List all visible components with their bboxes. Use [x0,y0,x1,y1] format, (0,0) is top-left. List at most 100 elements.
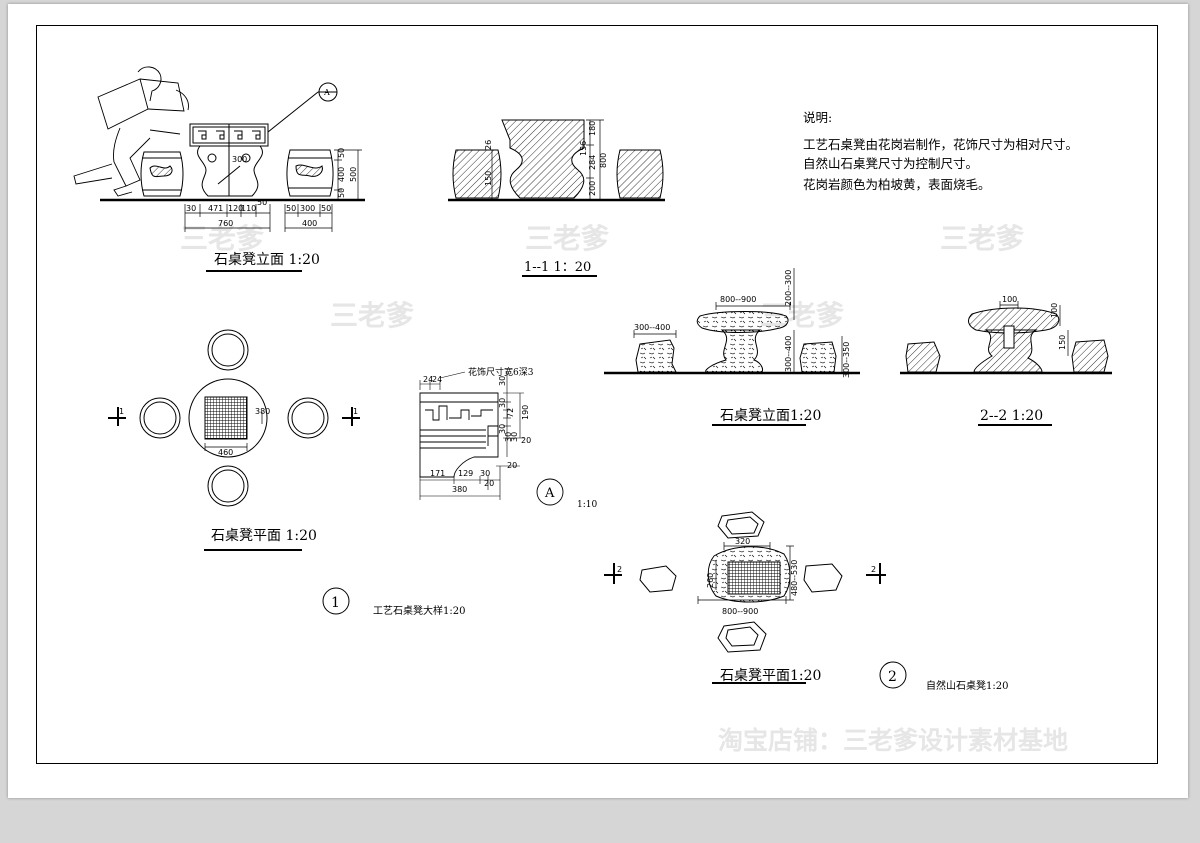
dim-text: 50 [337,188,346,198]
notes-block: 说明: 工艺石桌凳由花岗岩制作，花饰尺寸为相对尺寸。 自然山石桌凳尺寸为控制尺寸… [803,110,1078,192]
dim-text: 300--400 [634,323,670,332]
dim-text: 50 [286,204,296,213]
dim-text: 800--900 [720,295,756,304]
caption-1: 工艺石桌凳大样1:20 [373,604,465,617]
elevation-2-dims: 300--400 800--900 200--300 300--400 300-… [634,270,851,378]
section-1-1 [448,119,665,202]
cut-marker-1-right: 1 [353,407,358,416]
detail-A-label: A [544,486,555,501]
title-elevation-2: 石桌凳立面1:20 [720,408,821,424]
crafted-table [189,123,269,197]
dim-text: 760 [218,219,233,228]
notes-heading: 说明: [803,110,832,125]
dim-text: 30 [498,424,507,434]
dim-text: 400 [337,167,346,182]
drum-stool-right [286,149,334,197]
dim-text: 129 [458,469,473,478]
elevation-1 [73,66,365,232]
dim-text: 471 [208,204,223,213]
shop-watermark: 淘宝店铺：三老爹设计素材基地 [718,726,1068,755]
title-plan-2: 石桌凳平面1:20 [720,668,821,684]
dim-text: 30 [480,469,490,478]
plan-1 [108,329,360,507]
dim-text: 200 [588,181,597,196]
dim-text: 380 [255,407,270,416]
dim-text: 150 [484,171,493,186]
dim-text: 26 [484,140,493,150]
section-2-2 [900,301,1112,375]
cut-marker-2-left: 2 [617,565,622,574]
watermark-3: 三老爹 [940,222,1024,255]
detail-number-1: 1 [331,595,340,611]
detail-A-marker: A [323,88,330,97]
dim-text: 460 [218,448,233,457]
dim-text: 260 [706,573,715,588]
detail-number-1-circle [322,587,350,615]
dim-text: 300--400 [784,336,793,372]
dim-text: 284 [588,155,597,170]
dim-text: 50 [321,204,331,213]
dim-text: 171 [430,469,445,478]
plan-1-dims: 460 380 1 1 [119,407,358,457]
dim-text: 300 [300,204,315,213]
cut-marker-1-left: 1 [119,407,124,416]
dim-text: 30 [186,204,196,213]
watermark-1: 三老爹 [180,222,264,255]
detail-number-2-circle [879,661,907,689]
dim-text: 200--300 [784,270,793,306]
dim-text: 100 [1002,295,1017,304]
note-line-3: 花岗岩颜色为柏坡黄，表面烧毛。 [803,177,991,192]
section-1-1-dims: 180 800 284 156 200 150 26 [484,121,608,196]
watermark-layer: 三老爹 三老爹 三老爹 三老爹 三老爹 [180,222,1024,332]
dim-text: 400 [302,219,317,228]
dim-text: 110 [241,204,256,213]
dim-text: 190 [521,405,530,420]
detail-A-dims: 花饰尺寸宽6深3 24 24 30 72 30 190 30 30 30 20 … [423,366,597,510]
dim-text: 300 [232,155,247,164]
dim-text: 50 [257,198,267,207]
watermark-4: 三老爹 [330,299,414,332]
dim-text: 150 [1058,335,1067,350]
dim-text: 800 [599,153,608,168]
detail-A-scale: 1:10 [577,500,597,510]
dim-text: 180 [588,121,597,136]
caption-2: 自然山石桌凳1:20 [926,679,1008,692]
dim-text: 50 [337,148,346,158]
dim-text: 100 [1050,303,1059,318]
dim-text: 20 [521,436,531,445]
dim-text: 30 [510,432,519,442]
plan-2 [604,511,886,653]
dim-text: 120 [228,204,243,213]
note-line-1: 工艺石桌凳由花岗岩制作，花饰尺寸为相对尺寸。 [803,137,1078,152]
dim-text: 24 [432,375,442,384]
dim-text: 20 [507,461,517,470]
plan-2-dims: 320 480--530 260 800--900 2 2 [617,537,876,616]
dim-text: 20 [484,479,494,488]
elevation-2 [604,268,860,375]
dim-text: 156 [579,141,588,156]
dim-text: 380 [452,485,467,494]
watermark-2: 三老爹 [525,222,609,255]
detail-A [419,371,564,506]
dim-text: 24 [423,375,433,384]
elevation-1-dims: 30 471 120 110 50 760 50 300 50 400 300 … [186,88,358,228]
dim-text: 300--350 [842,342,851,378]
dim-text: 72 [506,408,515,418]
drawing-border [36,25,1158,764]
dim-text: 320 [735,537,750,546]
drum-stool-left [140,151,184,197]
dim-text: 500 [349,167,358,182]
title-elevation-1: 石桌凳立面 1:20 [214,252,320,268]
note-line-2: 自然山石桌凳尺寸为控制尺寸。 [803,156,978,171]
title-section-1-1: 1--1 1：20 [524,260,591,275]
person-reading-figure [73,66,189,197]
title-section-2-2: 2--2 1:20 [980,408,1043,424]
cut-marker-2-right: 2 [871,565,876,574]
detail-A-note: 花饰尺寸宽6深3 [468,366,534,378]
dim-text: 480--530 [790,560,799,596]
dim-text: 30 [504,432,513,442]
dim-text: 30 [498,376,507,386]
detail-number-2: 2 [888,669,897,685]
dim-text: 30 [498,398,507,408]
